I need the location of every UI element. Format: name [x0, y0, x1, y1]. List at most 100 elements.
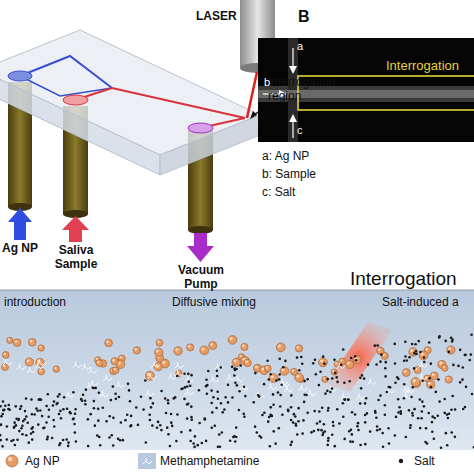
salt-ion	[382, 445, 385, 448]
methamphetamine-molecule	[143, 458, 152, 464]
salt-ion	[352, 441, 355, 444]
salt-ion	[427, 412, 430, 415]
salt-ion	[227, 401, 230, 404]
salt-ion	[376, 425, 379, 428]
salt-ion	[165, 412, 168, 415]
particle-highlight	[175, 348, 178, 351]
salt-ion	[20, 405, 23, 408]
salt-ion	[187, 373, 190, 376]
salt-ion	[272, 393, 275, 396]
silver-nanoparticle	[200, 346, 209, 355]
salt-ion	[269, 406, 272, 409]
salt-ion	[359, 444, 362, 447]
symbol-backing	[138, 453, 156, 469]
salt-ion	[85, 388, 88, 391]
chip-front	[0, 70, 160, 175]
salt-ion	[13, 426, 16, 429]
particle-highlight	[230, 337, 233, 340]
particle-highlight	[27, 359, 30, 362]
salt-ion	[387, 427, 390, 430]
salt-ion	[430, 386, 433, 389]
main-channel	[112, 88, 245, 128]
salt-ion	[94, 387, 97, 390]
salt-ion	[189, 440, 192, 443]
salt-ion	[385, 391, 388, 394]
salt-ion	[41, 415, 44, 418]
salt-ion	[321, 406, 324, 409]
salt-ion	[172, 397, 175, 400]
salt-ion	[149, 397, 152, 400]
vacuum-reservoir	[188, 123, 213, 133]
salt-ion	[239, 364, 242, 367]
leader-arrowhead	[250, 111, 257, 119]
salt-ion	[164, 397, 167, 400]
salt-ion	[91, 386, 94, 389]
salt-ion	[461, 366, 464, 369]
salt-ion	[31, 426, 34, 429]
salt-ion	[277, 391, 280, 394]
salt-ion	[450, 409, 453, 412]
salt-ion	[413, 367, 416, 370]
salt-ion	[186, 403, 189, 406]
salt-ion	[461, 378, 464, 381]
salt-ion	[393, 343, 396, 346]
methamphetamine-molecule	[255, 392, 264, 398]
methamphetamine-molecule	[37, 359, 46, 365]
salt-ion	[119, 439, 122, 442]
salt-ion	[170, 421, 173, 424]
salt-ion	[287, 410, 290, 413]
salt-ion	[99, 444, 102, 447]
silver-nanoparticle	[133, 347, 140, 354]
salt-ion	[366, 412, 369, 415]
salt-ion	[258, 435, 261, 438]
salt-ion	[13, 426, 16, 429]
salt-ion	[423, 361, 426, 364]
micrograph-frame	[258, 38, 474, 142]
silver-nanoparticle	[276, 343, 285, 352]
methamphetamine-molecule	[307, 390, 316, 396]
salt-ion	[0, 415, 3, 418]
salt-ion	[334, 372, 337, 375]
salt-ion	[157, 421, 160, 424]
salt-ion	[233, 435, 236, 438]
salt-ion	[301, 432, 304, 435]
salt-ion	[31, 413, 34, 416]
methamphetamine-molecule	[65, 391, 74, 397]
salt-ion	[94, 424, 97, 427]
salt-ion	[186, 385, 189, 388]
salt-ion	[364, 421, 367, 424]
salt-ion	[464, 406, 467, 409]
salt-ion	[223, 408, 226, 411]
inflow-arrow	[8, 208, 32, 240]
salt-ion	[343, 381, 346, 384]
silver-nanoparticle	[442, 365, 449, 372]
salt-ion	[436, 414, 439, 417]
micrograph	[258, 38, 474, 142]
salt-ion	[159, 424, 162, 427]
particle-highlight	[320, 359, 323, 362]
salt-ion	[1, 413, 4, 416]
salt-ion	[176, 413, 179, 416]
salt-ion	[87, 445, 90, 448]
salt-ion	[205, 378, 208, 381]
salt-ion	[122, 439, 125, 442]
salt-ion	[471, 393, 474, 396]
methamphetamine-molecule	[3, 359, 12, 365]
salt-ion	[14, 444, 17, 447]
salt-ion	[189, 429, 192, 432]
salt-ion	[112, 444, 115, 447]
salt-ion	[323, 362, 326, 365]
salt-ion	[384, 404, 387, 407]
methamphetamine-molecule	[299, 385, 308, 391]
salt-ion	[21, 433, 24, 436]
salt-ion	[205, 385, 208, 388]
particle-highlight	[340, 359, 342, 361]
salt-ion	[332, 424, 335, 427]
salt-ion	[7, 408, 10, 411]
salt-ion	[320, 429, 323, 432]
methamphetamine-molecule	[403, 393, 412, 399]
salt-ion	[274, 442, 277, 445]
salt-ion	[18, 430, 21, 433]
salt-ion	[405, 436, 408, 439]
salt-ion	[431, 430, 434, 433]
